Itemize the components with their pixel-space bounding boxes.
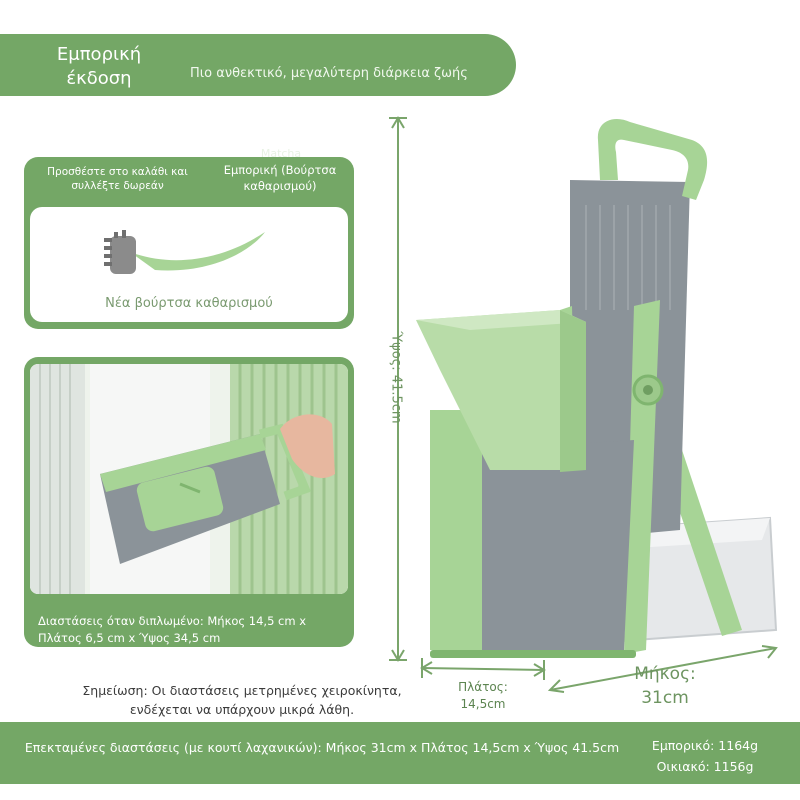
folded-slicer-photo (30, 364, 348, 594)
edition-subtitle: Πιο ανθεκτικό, μεγαλύτερη διάρκεια ζωής (190, 66, 468, 81)
length-dimension-line (547, 645, 778, 693)
brush-caption: Νέα βούρτσα καθαρισμού (105, 296, 273, 311)
measurement-note: Σημείωση: Οι διαστάσεις μετρημένες χειρο… (82, 683, 402, 717)
width-dimension-line (420, 658, 546, 680)
width-label: Πλάτος: 14,5cm (458, 680, 508, 711)
add-to-cart-prompt: Προσθέστε στο καλάθι και συλλέξτε δωρεάν (47, 166, 188, 192)
length-label: Μήκος: 31cm (634, 664, 696, 708)
folded-dimensions-caption: Διαστάσεις όταν διπλωμένο: Μήκος 14,5 cm… (38, 614, 307, 645)
weight-home: Οικιακό: 1156g (656, 759, 754, 774)
folded-photo (30, 364, 348, 594)
brush-item-label: Εμπορική (Βούρτσα καθαρισμού) (223, 163, 337, 193)
edition-title: Εμπορική έκδοση (56, 44, 142, 89)
height-label: Ύψος: 41.5cm (388, 331, 404, 424)
mandoline-slicer-image (416, 119, 778, 658)
ghost-label: Matcha (260, 147, 302, 160)
bottom-banner (0, 722, 800, 784)
top-banner (0, 34, 516, 96)
expanded-dimensions: Επεκταμένες διαστάσεις (με κουτί λαχανικ… (24, 740, 620, 755)
cleaning-brush-icon (104, 230, 265, 274)
height-dimension-line (389, 116, 407, 662)
weight-commercial: Εμπορικό: 1164g (651, 738, 759, 753)
